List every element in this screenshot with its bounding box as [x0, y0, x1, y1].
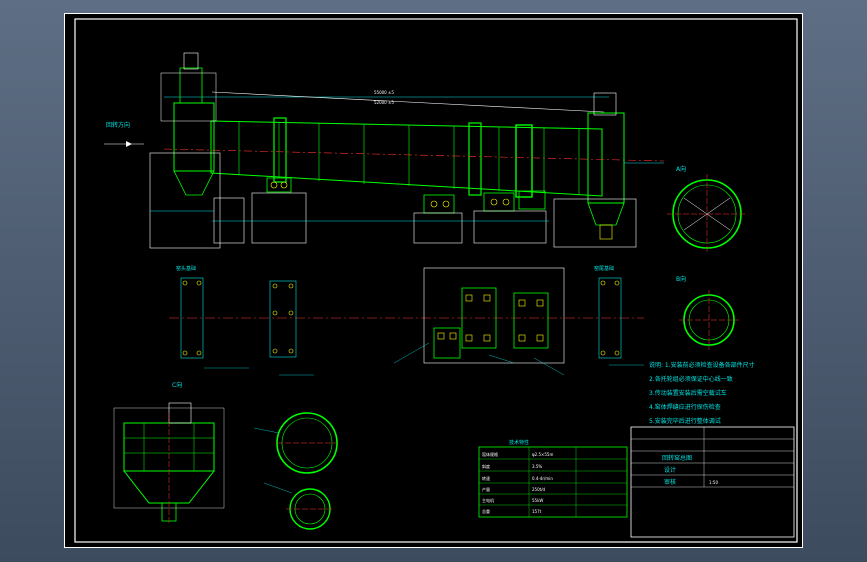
tech-row-3-val: 0.4-4r/min: [532, 476, 553, 481]
title-name: 回转窑总图: [662, 454, 692, 462]
girth-gear: [515, 124, 533, 198]
base-right: [553, 198, 637, 248]
tech-row-6-key: 总重: [482, 508, 490, 514]
tech-row-2-key: 斜度: [482, 463, 490, 469]
rotation-direction-label: 回转方向: [106, 121, 130, 129]
tech-row-3-key: 转速: [482, 475, 490, 481]
total-length-label: 55000 ±5: [374, 90, 394, 95]
kiln-length-label: 52000 ±5: [374, 100, 394, 105]
kiln-elevation-view: 55000 ±5 52000 ±5 回转方向: [104, 52, 665, 249]
view-b-label: B向: [676, 275, 686, 283]
tyre-2: [468, 122, 482, 196]
note-line-3: 3.传动装置安装后需空载试车: [649, 389, 727, 397]
tech-row-1-val: φ2.5×55m: [532, 452, 553, 457]
tech-row-6-val: 157t: [532, 509, 542, 514]
base-right-label: 窑尾基础: [594, 265, 614, 272]
hood-detail-view: C向: [113, 381, 225, 525]
tech-table-title: 技术特性: [509, 439, 529, 446]
title-design: 设计: [664, 466, 676, 474]
kiln-head-hood: [173, 102, 215, 172]
inner-frame: [74, 18, 798, 543]
tyre-1: [273, 117, 287, 183]
flange-detail-views: [253, 412, 338, 530]
kiln-tail-chamber: [587, 112, 625, 204]
tech-row-5-key: 主电机: [482, 497, 494, 503]
note-line-1: 说明: 1.安装前必须检查设备各部件尺寸: [649, 361, 755, 369]
kiln-centerline: [163, 148, 665, 162]
notes-block: 说明: 1.安装前必须检查设备各部件尺寸 2.各托轮组必须保证中心线一致 3.传…: [649, 361, 755, 425]
note-line-5: 5.安装完毕后进行整体调试: [649, 417, 721, 425]
outer-frame: [64, 13, 803, 548]
tech-spec-table: 技术特性 窑体规格 φ2.5×55m 斜度 3.5% 转速 0.4-4r/min…: [478, 439, 628, 518]
foundation-plan: 窑头基础 窑尾基础: [169, 265, 644, 376]
title-block: 回转窑总图 设计 审核 1:50: [630, 426, 795, 538]
drawing-sheet[interactable]: 55000 ±5 52000 ±5 回转方向: [64, 13, 803, 548]
base-left: [149, 152, 221, 249]
section-views: A向 B向: [667, 165, 747, 350]
note-line-4: 4.窑体焊缝应进行探伤检查: [649, 403, 721, 411]
note-line-2: 2.各托轮组必须保证中心线一致: [649, 375, 733, 383]
tech-row-4-val: 250t/d: [532, 487, 546, 492]
tech-row-1-key: 窑体规格: [482, 451, 498, 457]
kiln-shell: [210, 120, 603, 197]
title-scale: 1:50: [709, 480, 718, 485]
drawing-canvas: 55000 ±5 52000 ±5 回转方向: [64, 13, 803, 548]
view-c-label: C向: [172, 381, 182, 389]
view-a-label: A向: [676, 165, 686, 173]
tech-row-2-val: 3.5%: [532, 464, 542, 469]
drive-foundation: [423, 267, 565, 364]
title-review: 审核: [664, 478, 676, 486]
base-left-label: 窑头基础: [176, 265, 196, 272]
tech-row-4-key: 产量: [482, 486, 490, 492]
tech-row-5-val: 55kW: [532, 498, 543, 503]
